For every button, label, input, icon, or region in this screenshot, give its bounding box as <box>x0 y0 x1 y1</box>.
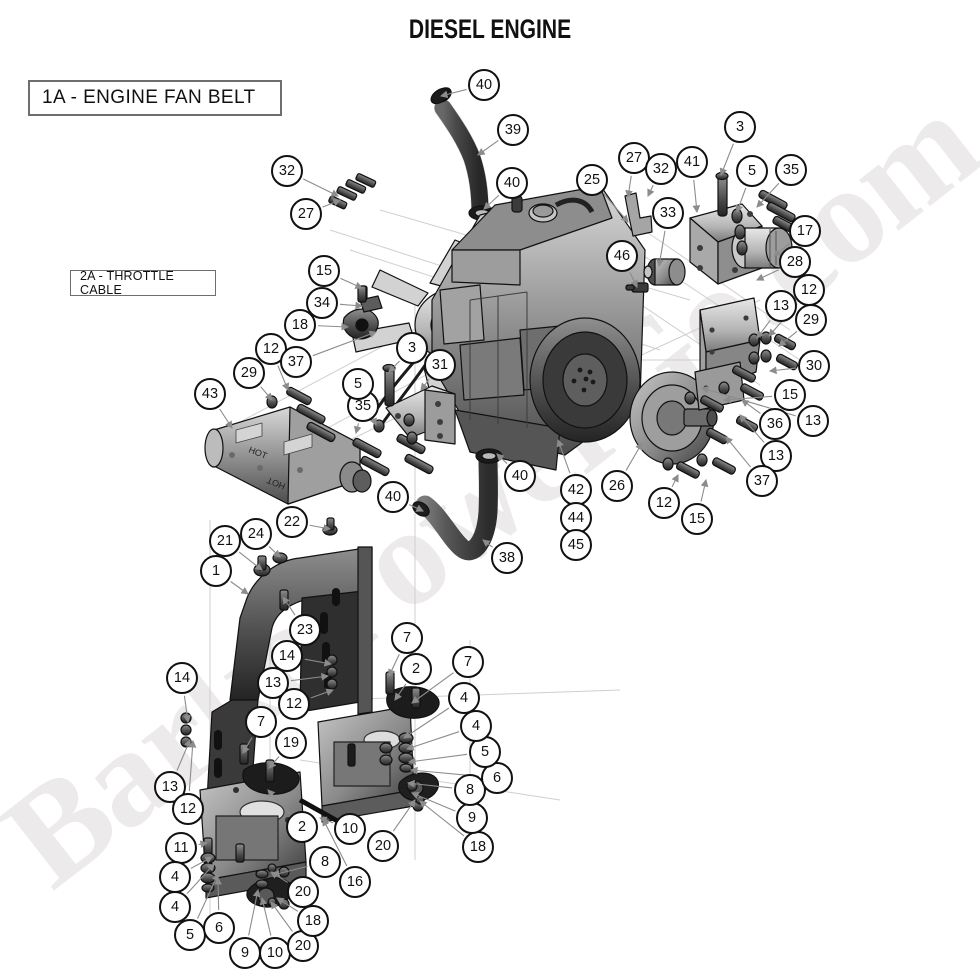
callout-balloon-40[interactable]: 40 <box>496 167 528 199</box>
section-label-throttle-cable: 2A - THROTTLE CABLE <box>70 269 216 297</box>
callout-balloon-37[interactable]: 37 <box>746 465 778 497</box>
upper-hose <box>434 87 489 221</box>
callout-balloon-4[interactable]: 4 <box>159 891 191 923</box>
callout-balloon-20[interactable]: 20 <box>287 876 319 908</box>
callout-balloon-13[interactable]: 13 <box>765 290 797 322</box>
callout-balloon-32[interactable]: 32 <box>271 155 303 187</box>
callout-balloon-45[interactable]: 45 <box>560 529 592 561</box>
callout-balloon-26[interactable]: 26 <box>601 470 633 502</box>
callout-balloon-38[interactable]: 38 <box>491 542 523 574</box>
callout-balloon-10[interactable]: 10 <box>259 937 291 969</box>
callout-balloon-3[interactable]: 3 <box>396 332 428 364</box>
callout-balloon-12[interactable]: 12 <box>648 487 680 519</box>
callout-balloon-24[interactable]: 24 <box>240 518 272 550</box>
callout-balloon-11[interactable]: 11 <box>165 832 197 864</box>
callout-balloon-39[interactable]: 39 <box>497 114 529 146</box>
engine-block <box>431 184 646 471</box>
callout-balloon-18[interactable]: 18 <box>297 905 329 937</box>
callout-balloon-5[interactable]: 5 <box>736 155 768 187</box>
callout-balloon-1[interactable]: 1 <box>200 555 232 587</box>
callout-balloon-27[interactable]: 27 <box>618 142 650 174</box>
callout-balloon-41[interactable]: 41 <box>676 146 708 178</box>
callout-balloon-4[interactable]: 4 <box>460 710 492 742</box>
callout-balloon-20[interactable]: 20 <box>367 830 399 862</box>
muffler-bracket <box>385 385 456 445</box>
callout-balloon-4[interactable]: 4 <box>159 861 191 893</box>
callout-balloon-21[interactable]: 21 <box>209 525 241 557</box>
callout-balloon-42[interactable]: 42 <box>560 474 592 506</box>
callout-balloon-35[interactable]: 35 <box>775 154 807 186</box>
callout-balloon-43[interactable]: 43 <box>194 378 226 410</box>
callout-balloon-2[interactable]: 2 <box>400 653 432 685</box>
fan-bolts <box>328 173 377 210</box>
callout-balloon-13[interactable]: 13 <box>257 667 289 699</box>
callout-balloon-18[interactable]: 18 <box>462 831 494 863</box>
callout-balloon-40[interactable]: 40 <box>377 481 409 513</box>
callout-balloon-19[interactable]: 19 <box>275 727 307 759</box>
callout-balloon-33[interactable]: 33 <box>652 197 684 229</box>
callout-balloon-3[interactable]: 3 <box>724 111 756 143</box>
callout-balloon-6[interactable]: 6 <box>203 912 235 944</box>
mount-plate-rear <box>317 705 415 823</box>
callout-balloon-30[interactable]: 30 <box>798 350 830 382</box>
muffler: HOT HOT <box>204 406 372 505</box>
callout-balloon-9[interactable]: 9 <box>229 937 261 969</box>
alternator <box>643 258 686 286</box>
callout-balloon-18[interactable]: 18 <box>284 309 316 341</box>
callout-balloon-14[interactable]: 14 <box>271 640 303 672</box>
callout-balloon-31[interactable]: 31 <box>424 349 456 381</box>
callout-balloon-15[interactable]: 15 <box>308 255 340 287</box>
callout-balloon-23[interactable]: 23 <box>289 614 321 646</box>
callout-balloon-12[interactable]: 12 <box>172 793 204 825</box>
callout-balloon-2[interactable]: 2 <box>286 811 318 843</box>
callout-balloon-15[interactable]: 15 <box>774 379 806 411</box>
callout-balloon-13[interactable]: 13 <box>797 405 829 437</box>
callout-balloon-7[interactable]: 7 <box>391 622 423 654</box>
callout-balloon-37[interactable]: 37 <box>280 346 312 378</box>
callout-balloon-36[interactable]: 36 <box>759 408 791 440</box>
callout-balloon-40[interactable]: 40 <box>504 460 536 492</box>
callout-balloon-4[interactable]: 4 <box>448 682 480 714</box>
section-label-engine-fan-belt: 1A - ENGINE FAN BELT <box>28 80 282 116</box>
callout-balloon-5[interactable]: 5 <box>174 919 206 951</box>
callout-balloon-12[interactable]: 12 <box>793 274 825 306</box>
callout-balloon-29[interactable]: 29 <box>233 357 265 389</box>
callout-balloon-13[interactable]: 13 <box>760 440 792 472</box>
callout-balloon-7[interactable]: 7 <box>452 646 484 678</box>
callout-balloon-14[interactable]: 14 <box>166 662 198 694</box>
callout-balloon-32[interactable]: 32 <box>645 153 677 185</box>
callout-balloon-10[interactable]: 10 <box>334 813 366 845</box>
callout-balloon-7[interactable]: 7 <box>245 706 277 738</box>
callout-balloon-22[interactable]: 22 <box>276 506 308 538</box>
callout-balloon-5[interactable]: 5 <box>342 368 374 400</box>
callout-balloon-17[interactable]: 17 <box>789 215 821 247</box>
callout-balloon-29[interactable]: 29 <box>795 304 827 336</box>
callout-balloon-16[interactable]: 16 <box>339 866 371 898</box>
callout-balloon-46[interactable]: 46 <box>606 240 638 272</box>
callout-balloon-12[interactable]: 12 <box>278 688 310 720</box>
callout-balloon-40[interactable]: 40 <box>468 69 500 101</box>
callout-balloon-27[interactable]: 27 <box>290 198 322 230</box>
callout-balloon-8[interactable]: 8 <box>309 846 341 878</box>
callout-balloon-9[interactable]: 9 <box>456 802 488 834</box>
callout-balloon-25[interactable]: 25 <box>576 164 608 196</box>
callout-balloon-15[interactable]: 15 <box>681 503 713 535</box>
page-title: DIESEL ENGINE <box>408 14 572 44</box>
